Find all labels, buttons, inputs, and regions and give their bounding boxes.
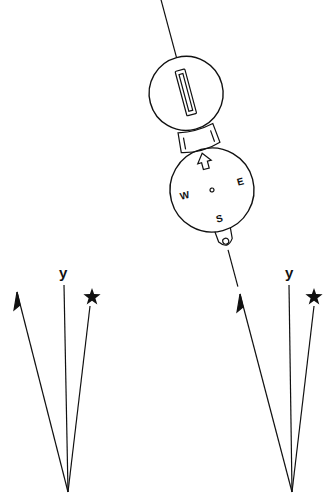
sight-wire bbox=[179, 74, 193, 112]
compass-letter: S bbox=[215, 213, 224, 224]
thumb-ring bbox=[222, 238, 229, 245]
direction-label: y bbox=[285, 265, 293, 280]
pivot bbox=[210, 188, 215, 193]
compass-letter: E bbox=[236, 176, 245, 187]
direction-label: y bbox=[59, 265, 67, 280]
north-arrow bbox=[195, 151, 213, 170]
sight-line bbox=[160, 0, 176, 58]
thumb-loop bbox=[215, 228, 235, 248]
compass-lid bbox=[141, 48, 232, 139]
sight-line bbox=[228, 250, 238, 287]
star bbox=[305, 288, 322, 304]
hinge-detail bbox=[182, 130, 214, 149]
star bbox=[83, 288, 100, 304]
compass-letter: W bbox=[179, 190, 191, 202]
compass-dial bbox=[161, 139, 264, 242]
bearing-right bbox=[237, 285, 323, 492]
bearing-left bbox=[14, 285, 101, 492]
sight-slot bbox=[175, 69, 197, 116]
